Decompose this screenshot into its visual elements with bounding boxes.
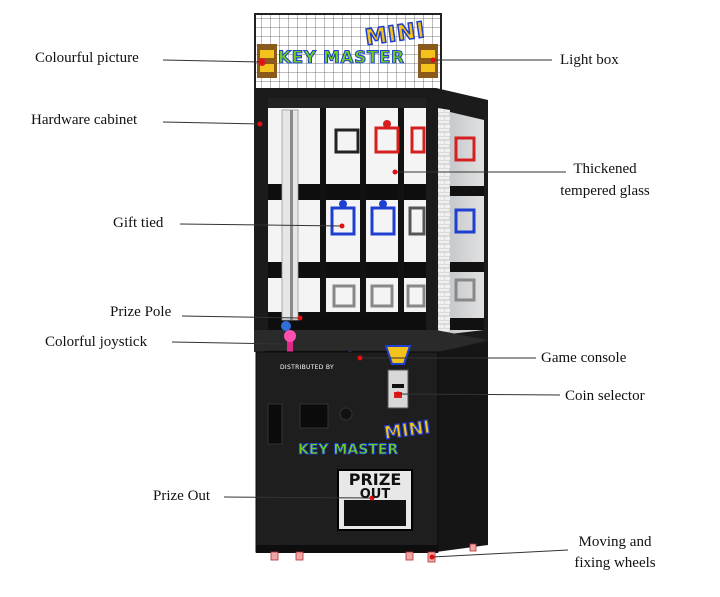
joystick-marker bbox=[281, 321, 291, 331]
light-box bbox=[254, 13, 442, 91]
logo-top-word: MINI bbox=[363, 17, 428, 52]
label-tempered-glass-line1: Thickened bbox=[573, 161, 637, 177]
treasure-chest-right bbox=[418, 44, 438, 78]
label-tempered-glass: Thickened tempered glass bbox=[550, 160, 660, 200]
prize-door-line2: OUT bbox=[359, 487, 391, 502]
cabinet-logo-bottom: KEY MASTER bbox=[298, 442, 399, 459]
showcase-interior bbox=[268, 98, 426, 330]
side-tempered-glass bbox=[438, 108, 484, 338]
label-light-box: Light box bbox=[560, 52, 619, 68]
label-gift-tied: Gift tied bbox=[113, 215, 164, 231]
hanger-row-bottom bbox=[332, 284, 426, 308]
callout-markers bbox=[257, 57, 436, 560]
label-prize-pole: Prize Pole bbox=[110, 304, 172, 320]
logo-bottom-word: KEY MASTER bbox=[278, 48, 405, 69]
distributed-by-text: DISTRIBUTED BY bbox=[280, 364, 334, 371]
callout-lines bbox=[162, 59, 569, 558]
hanger-row-middle bbox=[330, 200, 426, 236]
label-tempered-glass-line2: tempered glass bbox=[560, 183, 650, 199]
prize-door-text: PRIZE OUT bbox=[340, 470, 410, 502]
coin-selector bbox=[387, 369, 409, 409]
hanger-row-top bbox=[334, 120, 426, 154]
label-wheels: Moving and fixing wheels bbox=[560, 533, 670, 572]
label-coin-selector: Coin selector bbox=[565, 388, 645, 404]
label-prize-out: Prize Out bbox=[153, 488, 211, 504]
label-wheels-line2: fixing wheels bbox=[574, 555, 656, 571]
label-wheels-line1: Moving and bbox=[578, 534, 652, 550]
prize-door-line1: PRIZE bbox=[348, 470, 402, 489]
cabinet-logo: MINI KEY MASTER bbox=[296, 416, 436, 464]
label-game-console: Game console bbox=[541, 350, 627, 366]
treasure-chest-left bbox=[257, 44, 277, 78]
label-hardware-cabinet: Hardware cabinet bbox=[31, 112, 138, 128]
cabinet-logo-top: MINI bbox=[382, 416, 432, 445]
label-colourful-picture: Colourful picture bbox=[35, 50, 139, 66]
light-box-logo: MINI KEY MASTER bbox=[278, 17, 429, 78]
prize-out-door bbox=[337, 469, 413, 531]
label-colorful-joystick: Colorful joystick bbox=[45, 334, 148, 350]
